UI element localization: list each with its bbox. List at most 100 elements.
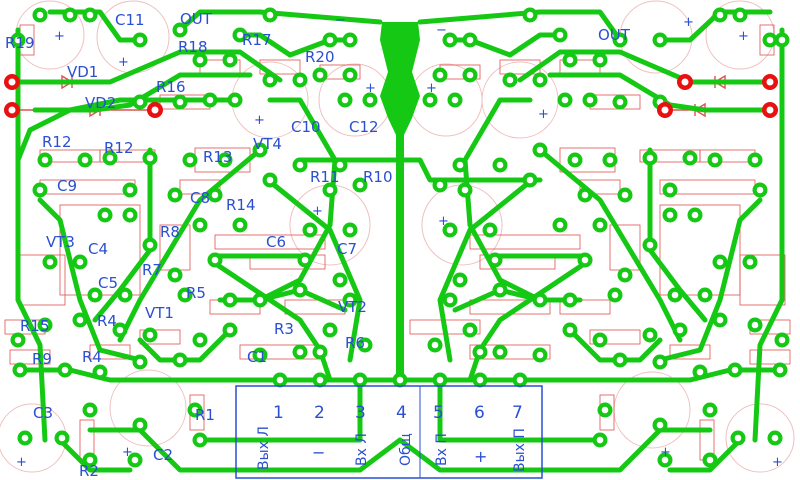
copper-trace (657, 197, 763, 363)
pad-hole (8, 106, 16, 114)
pad-hole (21, 434, 29, 442)
pad-hole (701, 291, 709, 299)
label-r4-a: R4 (97, 312, 117, 330)
pad-hole (66, 11, 74, 19)
label-r3: R3 (274, 320, 294, 338)
label-r6: R6 (345, 334, 365, 352)
pad-hole (186, 156, 194, 164)
pad-hole (616, 36, 624, 44)
pad-hole (61, 366, 69, 374)
pad-hole (756, 186, 764, 194)
connector-pin-5: 5 (433, 403, 444, 423)
pad-hole (106, 154, 114, 162)
pad-hole (136, 36, 144, 44)
copper-trace (117, 147, 263, 343)
pad-hole (771, 434, 779, 442)
component-outline (19, 254, 66, 306)
copper-trace (15, 97, 238, 163)
label-r16: R16 (156, 78, 186, 96)
plus-mark: + (683, 15, 694, 30)
pin-name-obsh: Общ (398, 433, 414, 466)
pin-name-vh-p: Вх П (434, 433, 450, 466)
label-c8: C8 (190, 189, 210, 207)
pad-hole (101, 211, 109, 219)
pad-hole (76, 258, 84, 266)
copper-trace (517, 49, 778, 85)
copper-trace (397, 427, 713, 473)
pad-hole (676, 326, 684, 334)
pad-hole (491, 256, 499, 264)
label-vt2: VT2 (338, 298, 367, 316)
pad-hole (356, 181, 364, 189)
pad-hole (346, 296, 354, 304)
pad-hole (14, 36, 22, 44)
pad-hole (316, 376, 324, 384)
pad-hole (196, 221, 204, 229)
component-outline (39, 179, 136, 195)
pad-hole (116, 326, 124, 334)
component-outline (749, 349, 791, 365)
label-c7: C7 (337, 240, 357, 258)
pad-hole (646, 331, 654, 339)
pad-hole (466, 36, 474, 44)
pad-hole (601, 406, 609, 414)
label-r9: R9 (32, 350, 52, 368)
pad-hole (751, 321, 759, 329)
plus-mark: + (54, 29, 65, 44)
label-out-left: OUT (180, 10, 213, 28)
label-r7: R7 (142, 261, 162, 279)
capacitor-outline (109, 369, 187, 447)
label-vd2: VD2 (85, 94, 116, 112)
pad-hole (91, 291, 99, 299)
copper-trace (207, 257, 333, 383)
copper-trace (667, 437, 743, 473)
pad-hole (606, 156, 614, 164)
pad-hole (206, 96, 214, 104)
copper-trace (417, 9, 623, 43)
pad-hole (456, 276, 464, 284)
connector-pin-4: 4 (396, 403, 407, 423)
pad-hole (766, 106, 774, 114)
pad-hole (256, 146, 264, 154)
copper-trace (9, 49, 283, 85)
pad-hole (236, 221, 244, 229)
pad-hole (536, 296, 544, 304)
pad-hole (691, 211, 699, 219)
copper-trace (17, 367, 183, 383)
pad-hole (296, 76, 304, 84)
pad-hole (341, 96, 349, 104)
pad-hole (706, 406, 714, 414)
plus-mark: + (538, 107, 549, 122)
pad-hole (734, 434, 742, 442)
pad-hole (656, 36, 664, 44)
label-c3: C3 (33, 404, 53, 422)
pad-hole (746, 258, 754, 266)
label-c11: C11 (115, 11, 145, 29)
pad-hole (86, 11, 94, 19)
pad-hole (236, 31, 244, 39)
copper-trace (57, 437, 133, 473)
copper-trace (647, 147, 708, 323)
pad-hole (8, 78, 16, 86)
copper-trace (265, 177, 363, 363)
pad-hole (766, 78, 774, 86)
pad-hole (76, 316, 84, 324)
pad-hole (716, 258, 724, 266)
pad-hole (436, 181, 444, 189)
pad-hole (316, 71, 324, 79)
pad-hole (778, 36, 786, 44)
label-vt4: VT4 (253, 135, 282, 153)
pad-hole (126, 211, 134, 219)
plus-mark: + (660, 445, 671, 460)
pin-name-vyh-l: Вых Л (256, 426, 272, 470)
pad-hole (686, 154, 694, 162)
plus-mark: + (772, 455, 783, 470)
pad-hole (766, 36, 774, 44)
copper-trace (87, 427, 403, 473)
pad-hole (571, 156, 579, 164)
copper-trace (467, 257, 593, 383)
label-c2: C2 (153, 446, 173, 464)
pad-hole (611, 291, 619, 299)
copper-trace (197, 377, 363, 443)
copper-trace (537, 147, 683, 343)
